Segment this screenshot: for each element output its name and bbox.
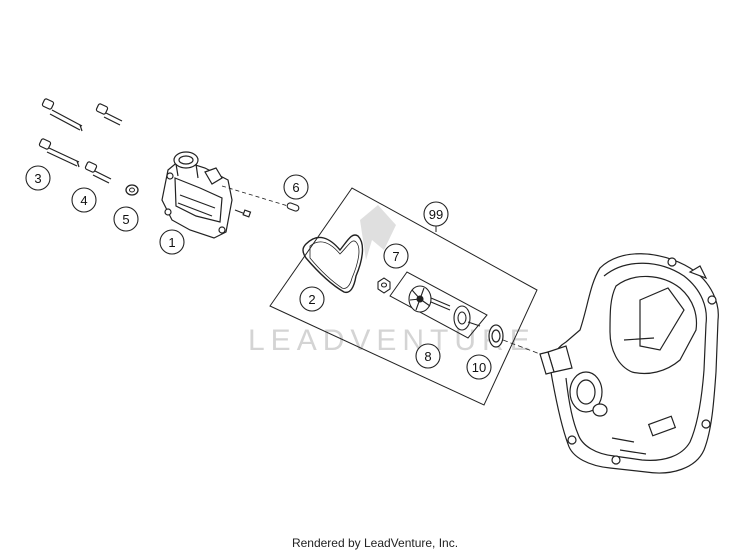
svg-text:1: 1 <box>168 235 175 250</box>
kit-box-outline <box>269 187 538 406</box>
callout-6[interactable]: 6 <box>283 174 309 200</box>
callout-5[interactable]: 5 <box>113 206 139 232</box>
callout-7[interactable]: 7 <box>383 243 409 269</box>
callout-4[interactable]: 4 <box>71 187 97 213</box>
callout-8[interactable]: 8 <box>415 343 441 369</box>
gasket-2 <box>302 234 364 294</box>
svg-text:6: 6 <box>292 180 299 195</box>
pin-6 <box>286 202 300 212</box>
svg-text:99: 99 <box>429 207 443 222</box>
svg-text:10: 10 <box>472 360 486 375</box>
washer-5 <box>125 184 139 196</box>
seal-ring <box>453 305 481 331</box>
callout-10[interactable]: 10 <box>466 354 492 380</box>
bearing-10 <box>488 324 504 348</box>
svg-text:7: 7 <box>392 249 399 264</box>
bolt-4 <box>84 161 112 184</box>
svg-text:8: 8 <box>424 349 431 364</box>
nut-7 <box>377 277 391 294</box>
watermark-logo-icon <box>360 205 396 260</box>
footer-credit: Rendered by LeadVenture, Inc. <box>291 536 459 550</box>
svg-text:4: 4 <box>80 193 87 208</box>
callout-2[interactable]: 2 <box>299 286 325 312</box>
water-pump-cover <box>161 151 252 239</box>
bolt-3 <box>38 138 80 168</box>
callout-99[interactable]: 99 <box>423 201 449 227</box>
clutch-cover <box>539 253 719 474</box>
svg-text:2: 2 <box>308 292 315 307</box>
callout-1[interactable]: 1 <box>159 229 185 255</box>
bolt-upper-left <box>41 98 83 132</box>
watermark: LEADVENTURE <box>248 324 536 357</box>
impeller-box-outline <box>389 271 488 339</box>
callout-3[interactable]: 3 <box>25 165 51 191</box>
svg-text:5: 5 <box>122 212 129 227</box>
svg-text:3: 3 <box>34 171 41 186</box>
impeller-8 <box>408 285 451 313</box>
bolt-upper-right <box>95 103 123 126</box>
